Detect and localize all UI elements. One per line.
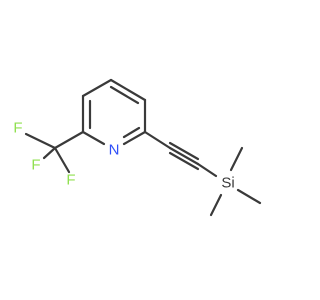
fluorine-label-1: F bbox=[13, 120, 22, 137]
fluorine-label-3: F bbox=[66, 172, 75, 189]
molecule-structure: N F F F Si bbox=[13, 78, 262, 217]
alkyne-group bbox=[143, 130, 218, 178]
bond-alkyne-si bbox=[196, 162, 218, 178]
bond-cf3-f1 bbox=[24, 132, 57, 150]
bond-c3-c4-inner bbox=[109, 85, 140, 105]
bond-c4-c5 bbox=[81, 78, 113, 98]
bond-c3-c4 bbox=[109, 78, 147, 102]
triple-bond-3 bbox=[168, 151, 200, 171]
bond-n-c2-inner bbox=[122, 126, 141, 139]
trifluoromethyl-group bbox=[24, 130, 85, 174]
silicon-label: Si bbox=[221, 175, 234, 192]
triple-bond-2 bbox=[168, 146, 200, 166]
nitrogen-label: N bbox=[109, 142, 120, 159]
bond-c2-alkyne bbox=[143, 130, 172, 150]
bond-cf3-f3 bbox=[53, 146, 71, 174]
bond-n-c2 bbox=[122, 130, 147, 146]
bond-si-me1 bbox=[229, 146, 244, 172]
bond-si-me3 bbox=[209, 193, 223, 217]
fluorine-label-2: F bbox=[31, 157, 40, 174]
bond-c6-cf3 bbox=[53, 130, 85, 150]
triple-bond-1 bbox=[168, 141, 200, 161]
bond-cf3-f2 bbox=[42, 146, 57, 160]
bond-c6-n bbox=[81, 130, 106, 146]
bond-si-me2 bbox=[236, 188, 262, 205]
pyridine-ring bbox=[81, 78, 147, 146]
trimethylsilyl-group bbox=[209, 146, 262, 217]
